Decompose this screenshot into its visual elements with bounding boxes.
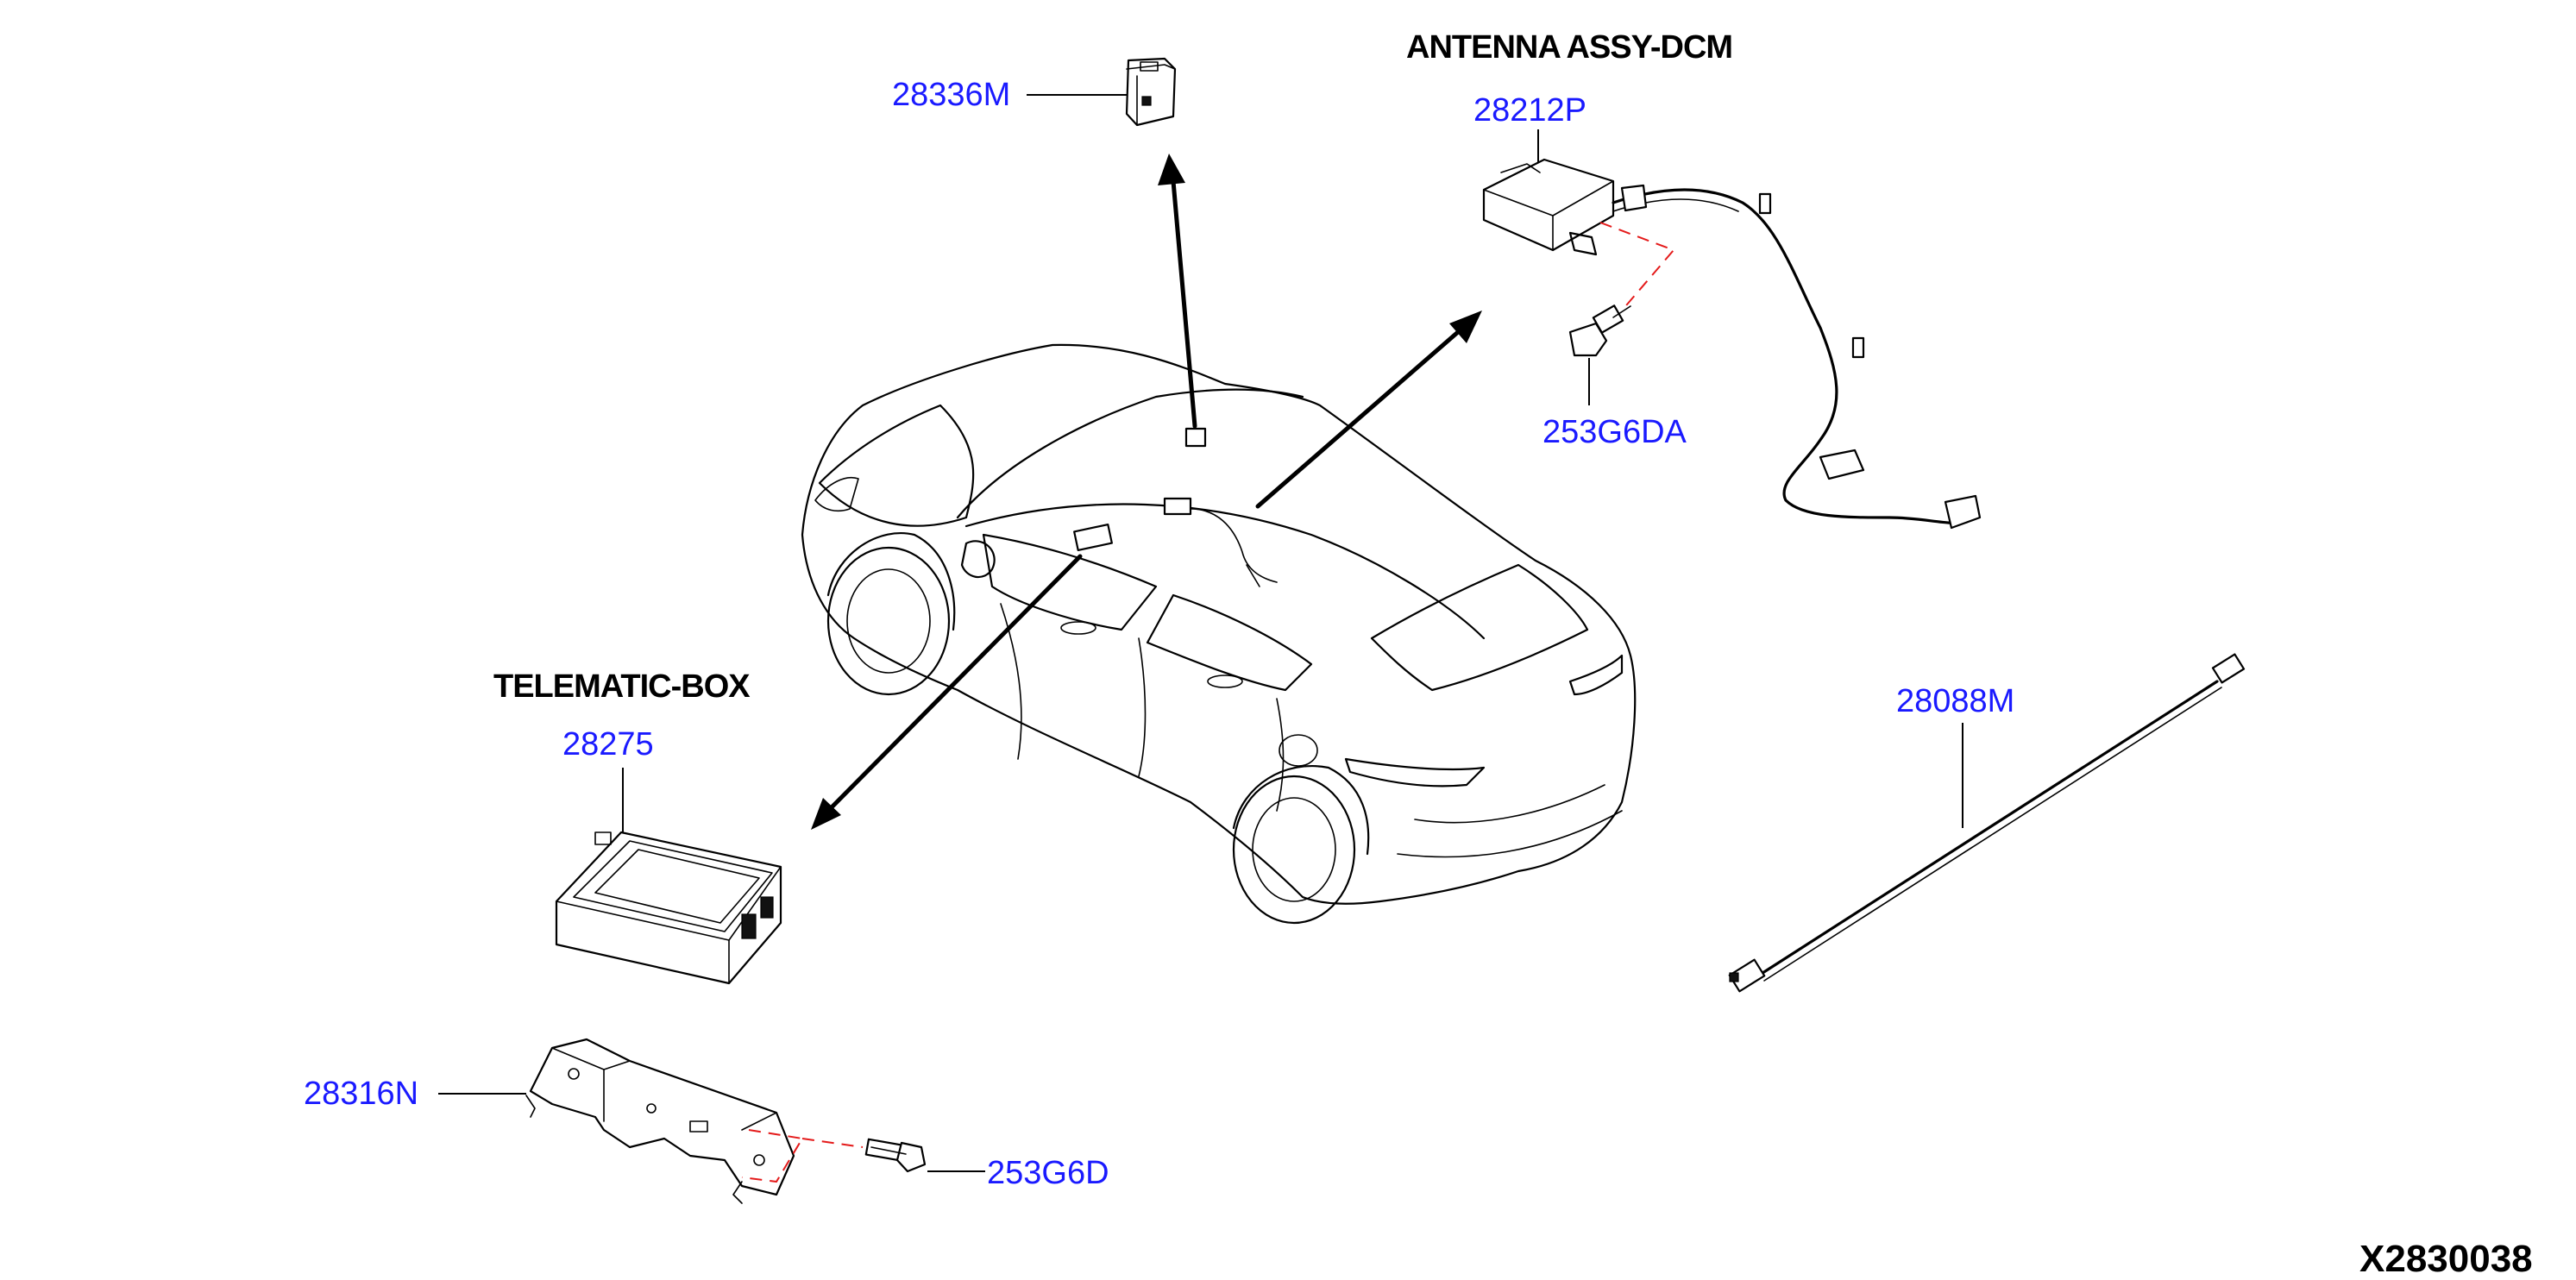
bolt-253G6D-illustration xyxy=(864,1138,927,1173)
telematic-box-illustration xyxy=(555,831,782,985)
heading-antenna-assy: ANTENNA ASSY-DCM xyxy=(1406,29,1732,66)
part-number-253G6D[interactable]: 253G6D xyxy=(987,1155,1109,1191)
red-dashed-leader-bracket xyxy=(741,1129,864,1183)
part-number-28336M[interactable]: 28336M xyxy=(892,77,1010,113)
pointer-arrows xyxy=(811,154,1482,830)
part-number-28212P[interactable]: 28212P xyxy=(1473,92,1586,129)
vehicle-illustration xyxy=(801,343,1637,925)
antenna-assy-illustration xyxy=(1482,158,1982,530)
part-number-28275[interactable]: 28275 xyxy=(562,726,654,762)
bracket-28316N-illustration xyxy=(525,1038,795,1204)
cable-28088M-illustration xyxy=(1728,653,2246,993)
part-28336M-illustration xyxy=(1125,57,1177,127)
red-dashed-leader-antenna xyxy=(1599,222,1675,311)
part-number-253G6DA[interactable]: 253G6DA xyxy=(1542,414,1687,450)
part-number-28088M[interactable]: 28088M xyxy=(1896,683,2014,719)
part-number-28316N[interactable]: 28316N xyxy=(304,1076,418,1112)
heading-telematic-box: TELEMATIC-BOX xyxy=(493,668,751,705)
diagram-id: X2830038 xyxy=(2359,1238,2533,1280)
